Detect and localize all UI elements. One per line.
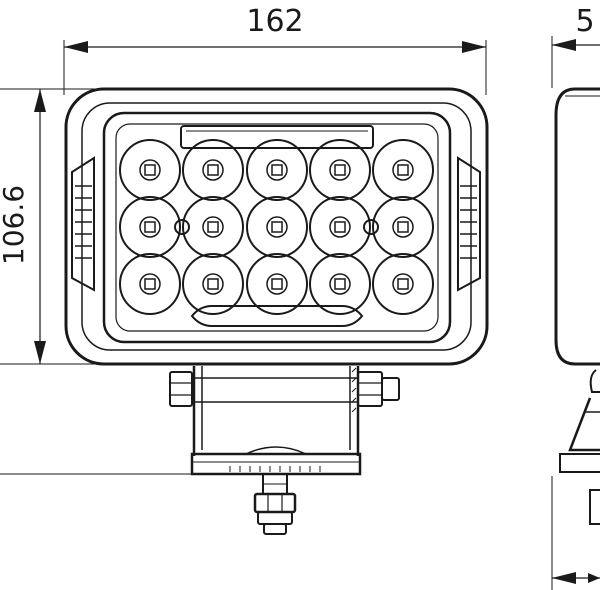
width-label: 162	[246, 4, 303, 39]
depth-dimension: 5	[551, 4, 600, 88]
height-label: 106.6	[0, 185, 30, 265]
bottom-depth-dimension	[551, 476, 600, 590]
led	[246, 253, 308, 315]
led	[182, 253, 244, 315]
led	[182, 196, 244, 258]
left-cooling-fins	[71, 156, 95, 292]
arrowhead-depth-left	[552, 39, 576, 51]
bottom-lens-slot	[190, 305, 364, 327]
lamp-housing	[64, 87, 489, 366]
led	[119, 253, 181, 315]
led-array	[119, 139, 434, 315]
led	[309, 253, 371, 315]
depth-label: 5	[575, 4, 594, 39]
led	[119, 196, 181, 258]
led	[309, 196, 371, 258]
arrowhead-down	[34, 341, 46, 364]
height-dimension: 106.6	[0, 88, 100, 365]
top-reflector-strip	[180, 125, 374, 149]
arrowhead-bottom-left	[552, 572, 576, 584]
mounting-bracket	[169, 366, 400, 476]
arrowhead-left	[64, 41, 88, 53]
led	[246, 139, 308, 201]
indicator-dots	[174, 219, 379, 235]
width-dimension: 162	[63, 4, 487, 95]
side-view-housing	[554, 87, 600, 525]
arrowhead-bottom-right	[588, 573, 600, 583]
led	[372, 139, 434, 201]
mounting-stud	[253, 473, 297, 535]
led	[246, 196, 308, 258]
led	[119, 139, 181, 201]
arrowhead-up	[34, 89, 46, 112]
right-cooling-fins	[457, 156, 481, 292]
led	[372, 253, 434, 315]
arrowhead-right	[462, 41, 486, 53]
led	[372, 196, 434, 258]
led	[182, 139, 244, 201]
led	[309, 139, 371, 201]
